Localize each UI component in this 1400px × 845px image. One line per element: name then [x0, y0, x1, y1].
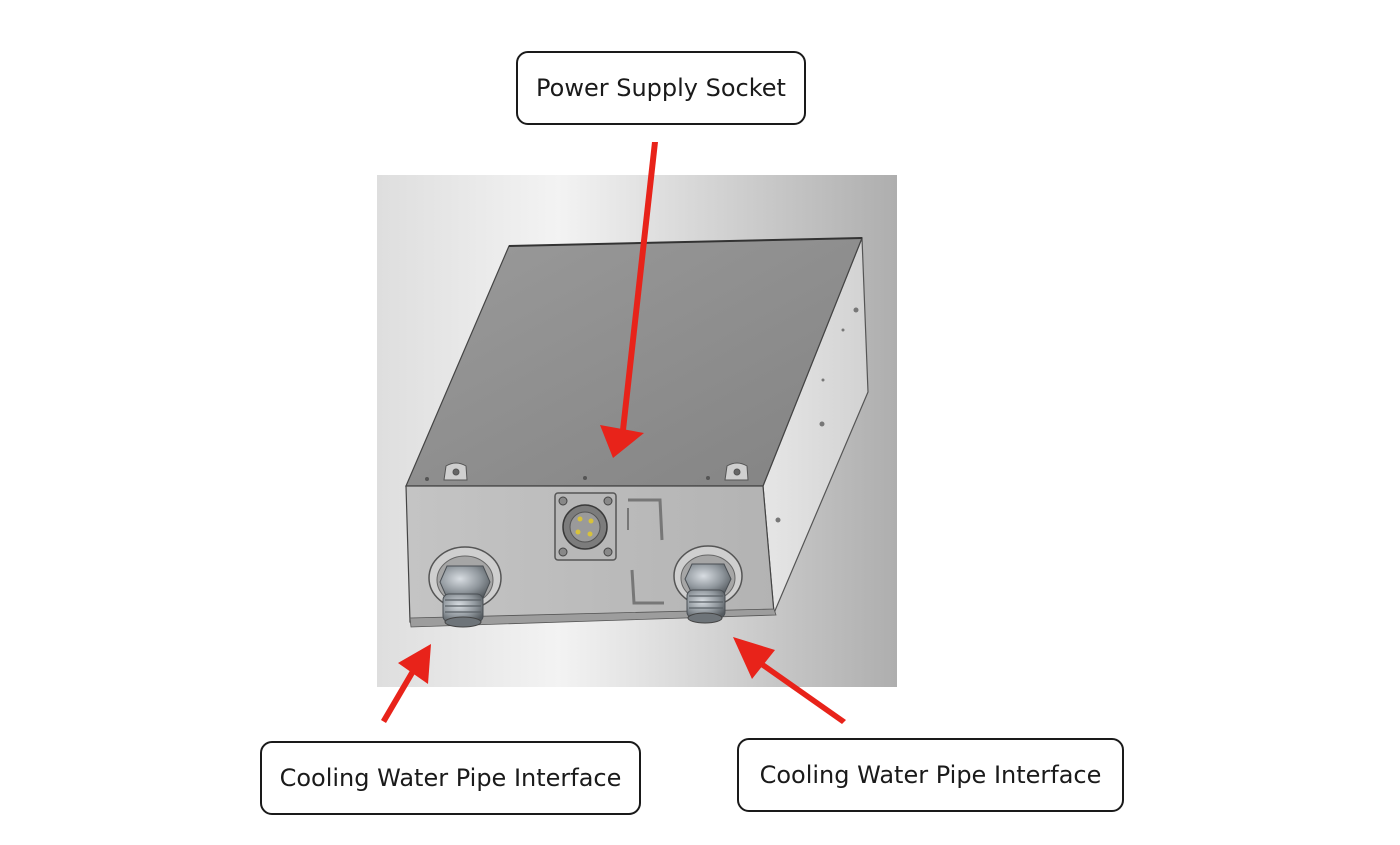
mounting-tabs	[443, 462, 749, 481]
cooling-water-pipe-left-label: Cooling Water Pipe Interface	[260, 741, 641, 815]
left-water-fitting	[428, 546, 502, 628]
right-water-fitting	[673, 545, 743, 624]
front-brackets	[627, 498, 664, 605]
cooling-water-pipe-right-label: Cooling Water Pipe Interface	[737, 738, 1124, 812]
power-socket	[554, 492, 617, 561]
arrow-left-fitting	[381, 644, 431, 723]
arrow-right-fitting	[733, 637, 846, 724]
side-screws	[775, 307, 859, 523]
arrow-power-socket	[600, 142, 658, 458]
power-supply-socket-label: Power Supply Socket	[516, 51, 806, 125]
